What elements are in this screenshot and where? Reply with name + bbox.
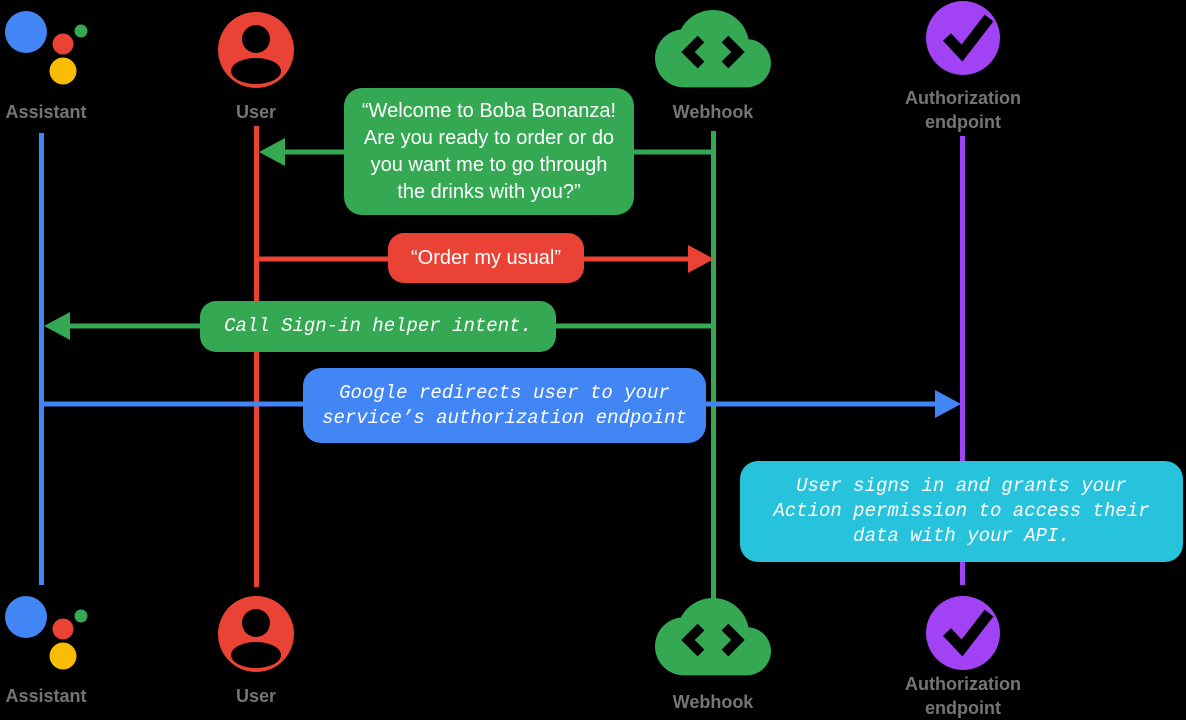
actor-label-assistant-bottom: Assistant xyxy=(5,686,87,706)
arrowhead-left-icon xyxy=(44,312,70,340)
actor-label-auth-endpoint-bottom: Authorization endpoint xyxy=(905,674,1021,718)
person-icon xyxy=(218,596,294,672)
actor-label-auth-endpoint-top: Authorization endpoint xyxy=(905,88,1021,132)
cloud-code-icon xyxy=(655,10,771,88)
google-assistant-logo-icon xyxy=(5,596,88,670)
arrowhead-right-icon xyxy=(688,245,714,273)
arrowhead-left-icon xyxy=(259,138,285,166)
check-circle-icon xyxy=(926,596,1000,670)
message-google-redirects: Google redirects user to your service’s … xyxy=(303,368,706,443)
google-assistant-logo-icon xyxy=(5,11,88,85)
message-order-my-usual: “Order my usual” xyxy=(388,233,584,283)
cloud-code-icon xyxy=(655,598,771,676)
actor-label-assistant-top: Assistant xyxy=(5,102,87,122)
arrowhead-right-icon xyxy=(935,390,961,418)
check-circle-icon xyxy=(926,1,1000,75)
person-icon xyxy=(218,12,294,88)
actor-label-user-bottom: User xyxy=(235,686,277,706)
message-welcome: “Welcome to Boba Bonanza! Are you ready … xyxy=(344,88,634,215)
message-call-sign-in-helper: Call Sign-in helper intent. xyxy=(200,301,556,352)
note-user-signs-in: User signs in and grants your Action per… xyxy=(740,461,1183,562)
actor-label-webhook-top: Webhook xyxy=(672,102,754,122)
actor-label-webhook-bottom: Webhook xyxy=(672,692,754,712)
actor-label-user-top: User xyxy=(235,102,277,122)
